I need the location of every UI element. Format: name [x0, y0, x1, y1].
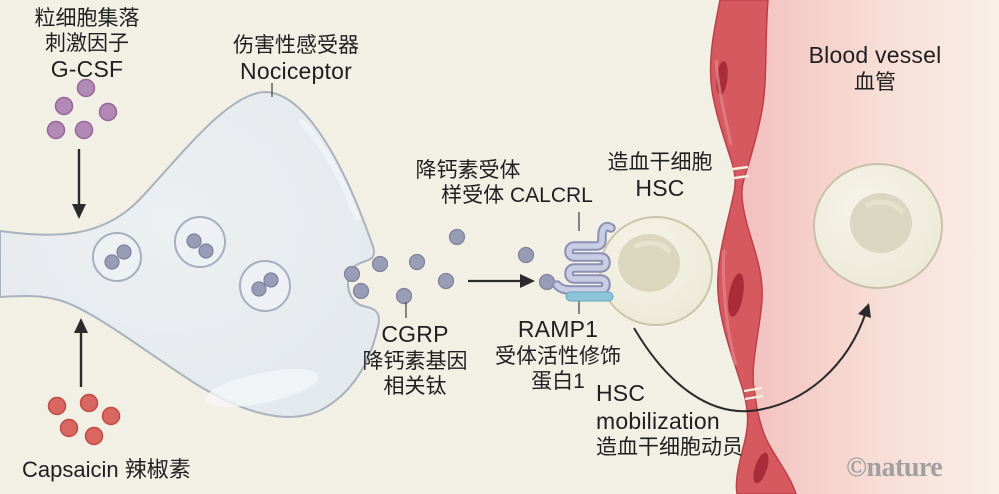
synaptic-vesicle	[174, 216, 226, 268]
cgrp-label-line3: 相关钛	[383, 374, 447, 398]
cell-junction	[743, 386, 763, 393]
calcrl-label: 降钙素受体 样受体 CALCRL	[415, 158, 593, 208]
hsc-mobilization-label: HSC mobilization 造血干细胞动员	[596, 380, 743, 460]
arrow-capsaicin-up	[74, 318, 88, 387]
cell-junction	[726, 174, 750, 181]
ramp1-bar	[565, 291, 614, 302]
synaptic-vesicle	[92, 232, 142, 282]
wall-highlight	[722, 249, 738, 366]
gcsf-label-line1: 粒细胞集落	[34, 7, 140, 30]
gcsf-label: 粒细胞集落 刺激因子 G-CSF	[35, 6, 140, 84]
gcsf-dots	[46, 78, 118, 140]
ramp1-label-line3: 蛋白1	[531, 369, 585, 393]
hsc-mobilization-line1: HSC	[596, 380, 646, 406]
hsc-mobilization-line3: 造血干细胞动员	[596, 436, 743, 460]
arrow-cgrp-signal	[468, 274, 535, 288]
leader-lines	[271, 83, 580, 318]
gcsf-label-line2: 刺激因子	[45, 32, 129, 56]
cgrp-label-line1: CGRP	[381, 321, 449, 347]
nociceptor-neuron	[0, 90, 380, 418]
hsc-nucleus-highlight	[633, 240, 672, 254]
hsc-mobilization-line2: mobilization	[596, 407, 720, 434]
hsc-label: 造血干细胞 HSC	[608, 150, 713, 203]
nociceptor-label-zh: 伤害性感受器	[233, 34, 359, 57]
wall-highlight	[714, 59, 733, 146]
blood-vessel-label-en: Blood vessel	[808, 42, 942, 68]
capsaicin-dots	[47, 393, 121, 446]
ramp1-label: RAMP1 受体活性修饰 蛋白1	[495, 316, 621, 394]
endothelial-nucleus	[753, 452, 769, 484]
calcrl-label-line1: 降钙素受体	[415, 159, 521, 182]
cgrp-label-line2: 降钙素基因	[362, 349, 468, 373]
calcrl-receptor	[552, 221, 616, 302]
cgrp-label: CGRP 降钙素基因 相关钛	[363, 321, 468, 399]
blood-vessel-wall	[709, 0, 797, 494]
hsc-label-en: HSC	[635, 175, 685, 202]
hsc-cell-left	[599, 216, 713, 326]
hsc-label-zh: 造血干细胞	[607, 151, 713, 174]
ramp1-label-line1: RAMP1	[517, 316, 599, 342]
hsc-cell-right	[813, 163, 943, 289]
arrow-gcsf-down	[72, 149, 86, 219]
neuron-highlight	[205, 369, 319, 407]
ramp1-label-line2: 受体活性修饰	[495, 344, 621, 368]
nociceptor-label: 伤害性感受器 Nociceptor	[233, 33, 359, 86]
cell-junction	[744, 394, 764, 401]
synaptic-vesicle	[239, 260, 291, 312]
capsaicin-label: Capsaicin 辣椒素	[22, 457, 191, 482]
hsc-nucleus-highlight	[864, 199, 906, 215]
arrow-hsc-mobilization	[633, 303, 871, 413]
endothelial-nucleus	[728, 273, 744, 317]
nature-watermark: ©nature	[846, 452, 943, 483]
cgrp-dots	[343, 228, 556, 305]
cell-junction	[725, 165, 749, 172]
blood-vessel-label: Blood vessel 血管	[809, 42, 942, 95]
blood-vessel-label-zh: 血管	[854, 70, 896, 94]
calcrl-label-line2: 样受体 CALCRL	[441, 184, 593, 208]
gcsf-label-line3: G-CSF	[50, 56, 124, 83]
neuron-highlight	[297, 117, 361, 222]
nociceptor-label-en: Nociceptor	[240, 58, 352, 85]
